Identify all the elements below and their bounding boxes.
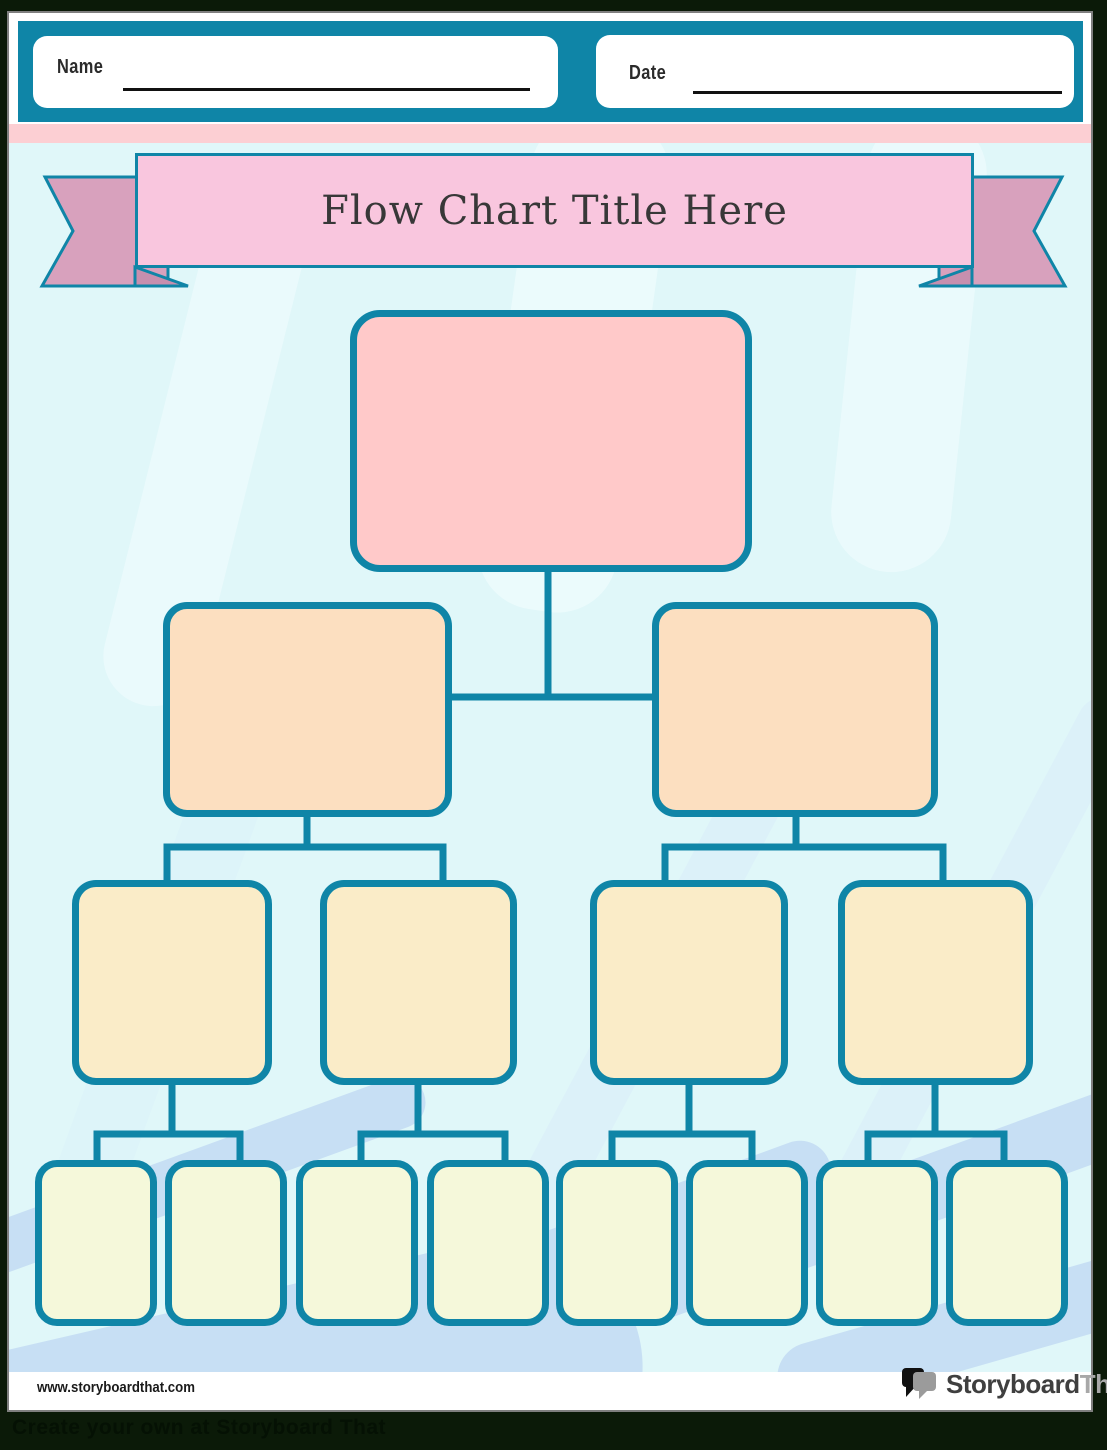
flow-box-l3-4[interactable] bbox=[838, 880, 1033, 1085]
flow-box-l3-2[interactable] bbox=[320, 880, 517, 1085]
flow-box-l4-8[interactable] bbox=[946, 1160, 1068, 1326]
flow-box-l3-1[interactable] bbox=[72, 880, 272, 1085]
flow-box-l4-1[interactable] bbox=[35, 1160, 157, 1326]
flow-box-l4-2[interactable] bbox=[165, 1160, 287, 1326]
name-label: Name bbox=[57, 56, 104, 78]
speech-bubbles-icon bbox=[902, 1368, 936, 1399]
flow-box-l4-7[interactable] bbox=[816, 1160, 938, 1326]
logo-text-primary: Storyboard bbox=[946, 1368, 1080, 1399]
flow-box-l4-4[interactable] bbox=[427, 1160, 549, 1326]
flow-box-l4-5[interactable] bbox=[556, 1160, 678, 1326]
footer-caption: Create your own at Storyboard That bbox=[12, 1416, 387, 1439]
flow-box-l2-2[interactable] bbox=[652, 602, 938, 817]
flow-box-l2-1[interactable] bbox=[163, 602, 452, 817]
flow-box-l4-6[interactable] bbox=[686, 1160, 808, 1326]
flowchart-title[interactable]: Flow Chart Title Here bbox=[321, 187, 788, 234]
title-banner: Flow Chart Title Here bbox=[135, 153, 974, 268]
name-field[interactable]: Name bbox=[33, 36, 558, 108]
name-write-line[interactable] bbox=[123, 88, 530, 91]
flow-box-l3-3[interactable] bbox=[590, 880, 788, 1085]
date-field[interactable]: Date bbox=[596, 35, 1074, 108]
logo-text-secondary: That bbox=[1079, 1368, 1107, 1399]
pink-divider-strip bbox=[9, 124, 1091, 143]
date-write-line[interactable] bbox=[693, 91, 1062, 94]
date-label: Date bbox=[629, 62, 667, 84]
flow-box-l1[interactable] bbox=[350, 310, 752, 572]
website-url: www.storyboardthat.com bbox=[37, 1379, 195, 1396]
flow-box-l4-3[interactable] bbox=[296, 1160, 418, 1326]
